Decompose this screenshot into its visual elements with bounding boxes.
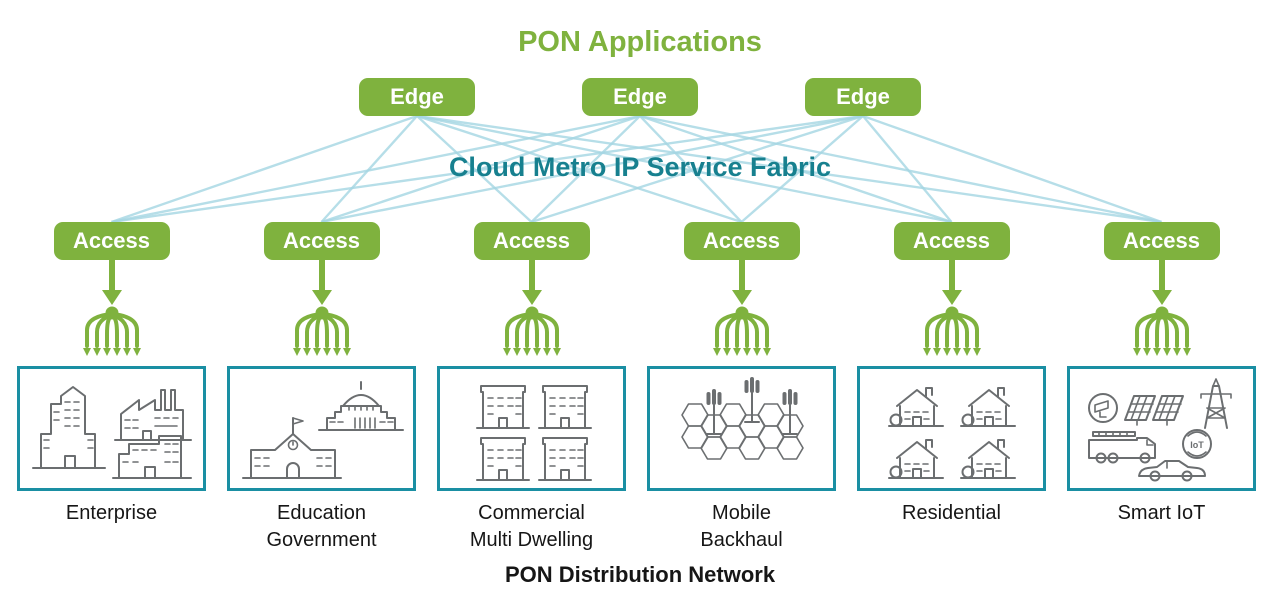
- multi-dwelling-icon: [475, 384, 592, 481]
- pon-splitter-icon: [711, 306, 772, 358]
- edge-node: Edge: [582, 78, 698, 116]
- access-node: Access: [263, 222, 380, 260]
- access-node: Access: [683, 222, 800, 260]
- access-node: Access: [473, 222, 590, 260]
- column-residential: Access Residential: [857, 222, 1046, 554]
- iot-badge: IoT: [1190, 440, 1204, 450]
- page-title: PON Applications: [518, 26, 762, 58]
- edge-node: Edge: [805, 78, 921, 116]
- pon-splitter-icon: [291, 306, 352, 358]
- endpoint-box-residential: [857, 366, 1046, 491]
- column-mobile-backhaul: Access: [647, 222, 836, 554]
- down-arrow-icon: [1151, 260, 1172, 305]
- column-enterprise: Access: [17, 222, 206, 554]
- endpoint-label: Enterprise: [65, 502, 158, 524]
- down-arrow-icon: [311, 260, 332, 305]
- down-arrow-icon: [521, 260, 542, 305]
- smart-iot-icon: IoT: [1087, 377, 1232, 481]
- down-arrow-icon: [731, 260, 752, 305]
- pon-splitter-icon: [501, 306, 562, 358]
- column-multi-dwelling: Access Commercial Multi Dwelling: [437, 222, 626, 554]
- endpoint-label: Commercial Multi Dwelling: [469, 502, 594, 551]
- access-columns: Access: [17, 222, 1256, 554]
- footer-title: PON Distribution Network: [504, 562, 776, 587]
- endpoint-box-education-government: [227, 366, 416, 491]
- endpoint-label: Residential: [902, 502, 1001, 524]
- residential-icon: [887, 386, 1016, 479]
- education-government-icon: [241, 380, 404, 479]
- pon-splitter-icon: [1131, 306, 1192, 358]
- endpoint-box-mobile-backhaul: [647, 366, 836, 491]
- edge-node: Edge: [359, 78, 475, 116]
- endpoint-label: Smart IoT: [1117, 502, 1206, 524]
- endpoint-label: Mobile Backhaul: [700, 502, 783, 551]
- access-node: Access: [893, 222, 1010, 260]
- column-smart-iot: Access: [1067, 222, 1256, 554]
- endpoint-box-enterprise: [17, 366, 206, 491]
- enterprise-buildings-icon: [31, 385, 192, 479]
- pon-splitter-icon: [81, 306, 142, 358]
- mobile-backhaul-icon: [680, 376, 804, 460]
- column-education-government: Access: [227, 222, 416, 554]
- edge-row: Edge Edge Edge: [0, 78, 1280, 116]
- down-arrow-icon: [941, 260, 962, 305]
- pon-splitter-icon: [921, 306, 982, 358]
- endpoint-box-multi-dwelling: [437, 366, 626, 491]
- access-node: Access: [1103, 222, 1220, 260]
- endpoint-label: Education Government: [266, 502, 377, 551]
- down-arrow-icon: [101, 260, 122, 305]
- endpoint-box-smart-iot: IoT: [1067, 366, 1256, 491]
- access-node: Access: [53, 222, 170, 260]
- fabric-label: Cloud Metro IP Service Fabric: [448, 152, 832, 182]
